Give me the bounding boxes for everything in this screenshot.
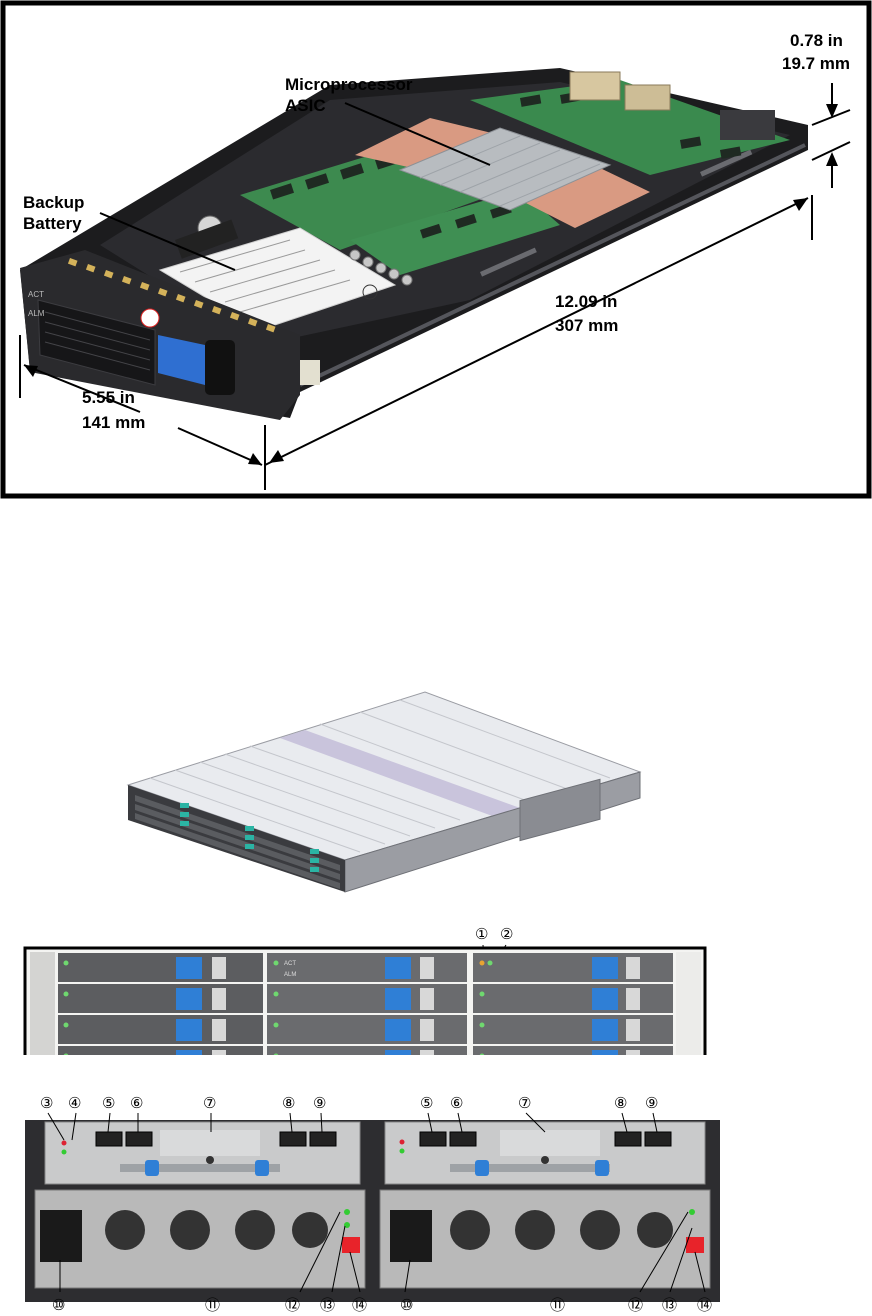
front-drive-bays — [135, 795, 340, 889]
data-ports — [95, 1131, 672, 1147]
controller-handle-right — [450, 1164, 610, 1172]
latch-handle — [205, 340, 235, 395]
fan-grille-right — [450, 1210, 673, 1250]
capacitor-row — [349, 249, 413, 286]
blue-tab — [595, 1160, 609, 1176]
callout-6-right: ⑥ — [450, 1095, 463, 1112]
bay-act-mark: ACT — [28, 290, 44, 299]
asic-label: ASIC — [285, 96, 326, 115]
status-led-red-right — [399, 1139, 405, 1145]
callout-12-right: ⑫ — [628, 1297, 643, 1314]
screw-left — [206, 1156, 214, 1164]
vent-holes — [44, 311, 151, 371]
sticker-symbol — [362, 284, 378, 300]
pcb-board — [470, 80, 790, 175]
top-ribs — [149, 699, 611, 853]
psu-led-left — [344, 1209, 350, 1215]
rail-slot — [700, 149, 753, 177]
callout-4: ④ — [68, 1095, 81, 1112]
front-panel-view: ① ② — [23, 926, 707, 1055]
blue-tab — [145, 1160, 159, 1176]
backup-label: Backup — [23, 193, 84, 212]
ac-inlet-right — [390, 1210, 432, 1262]
callout-8-right: ⑧ — [614, 1095, 627, 1112]
psu-led-left-2 — [344, 1222, 350, 1228]
side-cutout — [519, 778, 601, 842]
power-switch-right — [686, 1237, 704, 1253]
rear-connector — [720, 110, 775, 140]
callout-8-left: ⑧ — [282, 1095, 295, 1112]
battery-label: Battery — [23, 214, 82, 233]
label-plate-left — [160, 1130, 260, 1156]
drive-column-3 — [473, 953, 673, 1055]
controller-handle-left — [120, 1164, 280, 1172]
callout-9-right: ⑨ — [645, 1095, 658, 1112]
bay-alm-mark: ALM — [28, 309, 45, 318]
led-alm-label: ALM — [284, 972, 296, 978]
callout-1: ① — [475, 926, 488, 943]
enclosure-lilac-band — [280, 730, 520, 817]
dimension-lines — [19, 83, 851, 490]
callout-12-left: ⑫ — [285, 1297, 300, 1314]
callout-7-left: ⑦ — [203, 1095, 216, 1112]
callout-6-left: ⑥ — [130, 1095, 143, 1112]
screw-right — [541, 1156, 549, 1164]
rail-slot — [479, 247, 537, 277]
callout-10-left: ⑩ — [52, 1297, 65, 1314]
height-mm-label: 19.7 mm — [782, 54, 850, 73]
status-led-red — [61, 1140, 67, 1146]
callout-leaders — [47, 1112, 706, 1293]
fan-grille-left — [105, 1210, 328, 1250]
blue-release-latch — [158, 335, 205, 385]
drive-column-1 — [58, 953, 263, 1055]
front-right-ear — [676, 952, 701, 1055]
side-rail — [299, 143, 806, 387]
callout-14-left: ⑭ — [352, 1297, 367, 1314]
length-mm-label: 307 mm — [555, 316, 618, 335]
callout-5-left: ⑤ — [102, 1095, 115, 1112]
width-in-label: 5.55 in — [82, 388, 135, 407]
rear-panel-view: ③ ④ ⑤ ⑥ ⑦ ⑧ ⑨ ⑤ ⑥ ⑦ ⑧ ⑨ — [25, 1095, 720, 1314]
rear-connector — [624, 84, 671, 111]
label-plate-right — [500, 1130, 600, 1156]
ac-inlet-left — [40, 1210, 82, 1262]
dimension-arrowheads — [24, 104, 838, 465]
width-mm-label: 141 mm — [82, 413, 145, 432]
front-left-ear — [30, 952, 55, 1055]
blade-module-diagram: ACT ALM 0.78 in 19.7 mm Microprocessor A… — [0, 0, 872, 499]
gold-contacts — [67, 258, 276, 333]
copper-pad — [520, 168, 650, 228]
drive-column-2 — [267, 953, 467, 1055]
storage-enclosure-illustration — [126, 691, 642, 893]
callout-5-right: ⑤ — [420, 1095, 433, 1112]
callout-13-right: ⑬ — [662, 1297, 677, 1314]
rail-end-tab — [300, 360, 320, 385]
callout-7-right: ⑦ — [518, 1095, 531, 1112]
warning-sticker — [140, 308, 160, 328]
blue-tab — [255, 1160, 269, 1176]
battery-pack — [175, 219, 239, 259]
status-led-green-right — [399, 1148, 405, 1154]
sticker-text-lines — [179, 239, 351, 313]
psu-led-right — [689, 1209, 695, 1215]
led-act-label: ACT — [284, 961, 296, 967]
callout-2: ② — [500, 926, 513, 943]
power-switch-left — [342, 1237, 360, 1253]
copper-pad — [355, 118, 500, 172]
callout-14-right: ⑭ — [697, 1297, 712, 1314]
callout-11-right: ⑪ — [550, 1297, 565, 1314]
callout-11-left: ⑪ — [205, 1297, 220, 1314]
status-led-green — [61, 1149, 67, 1155]
callout-10-right: ⑩ — [400, 1297, 413, 1314]
callout-9-left: ⑨ — [313, 1095, 326, 1112]
callout-13-left: ⑬ — [320, 1297, 335, 1314]
callout-3: ③ — [40, 1095, 53, 1112]
processor-label: Microprocessor — [285, 75, 413, 94]
height-in-label: 0.78 in — [790, 31, 843, 50]
blue-tab — [475, 1160, 489, 1176]
length-in-label: 12.09 in — [555, 292, 617, 311]
rear-connector — [569, 71, 621, 101]
